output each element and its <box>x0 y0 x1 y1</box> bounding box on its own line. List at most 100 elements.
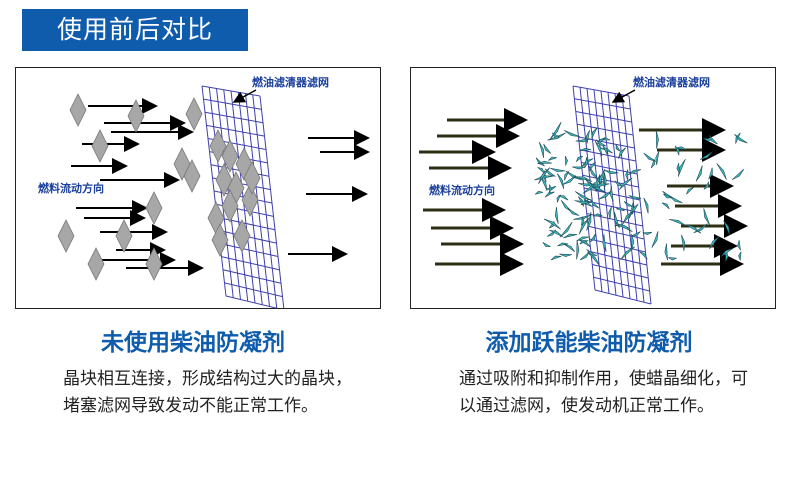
wax-crystal <box>573 176 593 182</box>
mesh-line <box>225 295 278 308</box>
mesh-line <box>574 98 631 110</box>
wax-crystal <box>584 157 588 169</box>
mesh-line <box>222 269 282 284</box>
wax-crystal <box>627 169 642 176</box>
wax-crystal <box>655 151 660 165</box>
flow-direction-label: 燃料流动方向 <box>428 183 495 197</box>
wax-crystal <box>537 160 552 164</box>
wax-crystal <box>650 158 656 169</box>
wax-crystal <box>548 156 558 161</box>
wax-crystal <box>592 213 603 217</box>
mesh-line <box>593 276 650 292</box>
filter-label: 燃油滤清器滤网 <box>632 75 710 89</box>
wax-crystal <box>576 240 580 260</box>
wax-crystal <box>542 242 551 248</box>
wax-crystal <box>540 176 548 191</box>
after-diagram-panel: 燃油滤清器滤网 燃料流动方向 <box>410 67 776 309</box>
wax-crystal <box>221 139 239 173</box>
wax-crystal <box>537 167 545 174</box>
wax-crystal <box>604 170 619 175</box>
filter-pointer-arrow <box>611 89 636 103</box>
mesh-line <box>588 225 645 240</box>
mesh-line <box>224 282 283 298</box>
wax-crystal <box>560 199 573 213</box>
wax-crystal <box>591 127 598 139</box>
wax-crystal <box>557 242 569 247</box>
wax-crystal <box>630 231 641 237</box>
wax-crystal <box>661 202 670 210</box>
wax-crystal <box>183 159 201 193</box>
wax-crystal <box>571 166 586 170</box>
mesh-line <box>594 289 652 305</box>
wax-crystal <box>709 135 718 145</box>
wax-crystal <box>614 180 624 187</box>
wax-crystal <box>586 212 592 231</box>
wax-crystal <box>538 142 544 159</box>
mesh-line <box>219 243 279 257</box>
wax-crystal <box>737 240 741 251</box>
mesh-line <box>590 251 647 266</box>
after-caption-title: 添加跃能柴油防凝剂 <box>485 330 693 356</box>
wax-crystal <box>643 152 657 162</box>
wax-crystal <box>723 220 730 235</box>
wax-crystal <box>709 236 720 250</box>
wax-crystal <box>663 193 673 199</box>
wax-crystal <box>598 168 606 188</box>
mesh-line <box>201 85 261 97</box>
wax-crystal <box>115 219 133 253</box>
before-caption-desc: 晶块相互连接，形成结构过大的晶块，堵塞滤网导致发动不能正常工作。 <box>63 369 352 416</box>
wax-crystal <box>731 168 745 181</box>
wax-crystal <box>574 200 593 204</box>
wax-crystal <box>550 255 562 261</box>
page-title: 使用前后对比 <box>22 9 248 51</box>
wax-crystal <box>589 233 596 243</box>
wax-crystal <box>221 189 239 223</box>
wax-crystal <box>544 191 555 198</box>
wax-crystal <box>609 186 614 202</box>
wax-crystal <box>57 219 75 253</box>
wax-crystal <box>534 175 554 181</box>
wax-crystal <box>559 221 573 238</box>
mesh-line <box>579 149 636 162</box>
wax-crystal <box>578 217 590 235</box>
mesh-line <box>203 98 262 110</box>
wax-crystal <box>543 218 561 230</box>
wax-crystal <box>243 161 261 195</box>
filter-label: 燃油滤清器滤网 <box>251 75 329 89</box>
wax-crystal <box>686 187 694 195</box>
filter-mesh <box>201 85 285 308</box>
wax-crystal <box>681 234 686 252</box>
wax-crystal <box>602 145 608 155</box>
wax-crystal <box>564 243 575 252</box>
wax-crystal <box>664 243 668 261</box>
wax-crystal <box>185 97 203 131</box>
wax-crystal <box>578 239 591 248</box>
wax-crystals-large <box>57 93 261 281</box>
mesh-line <box>575 111 632 123</box>
wax-crystal <box>579 239 589 245</box>
wax-crystal <box>642 231 653 236</box>
mesh-line <box>216 216 276 231</box>
wax-crystal <box>734 133 748 144</box>
wax-crystal <box>585 129 590 144</box>
wax-crystal <box>693 223 708 234</box>
wax-crystal <box>591 183 610 189</box>
wax-crystal <box>127 99 145 133</box>
wax-crystal <box>589 161 596 171</box>
wax-crystal <box>584 178 599 192</box>
wax-crystal <box>562 175 577 186</box>
wax-crystal <box>575 156 583 162</box>
wax-crystal <box>567 208 580 216</box>
wax-crystal <box>558 195 569 201</box>
wax-crystal <box>700 151 713 160</box>
wax-crystal <box>594 140 603 157</box>
wax-crystal <box>618 177 633 190</box>
wax-crystal <box>550 167 566 172</box>
wax-crystal <box>615 223 633 232</box>
mesh-line <box>577 123 634 136</box>
mesh-line <box>589 238 646 253</box>
wax-crystal <box>676 162 680 174</box>
wax-crystal <box>655 130 659 149</box>
wax-crystal <box>643 197 649 214</box>
wax-crystal <box>575 138 591 143</box>
